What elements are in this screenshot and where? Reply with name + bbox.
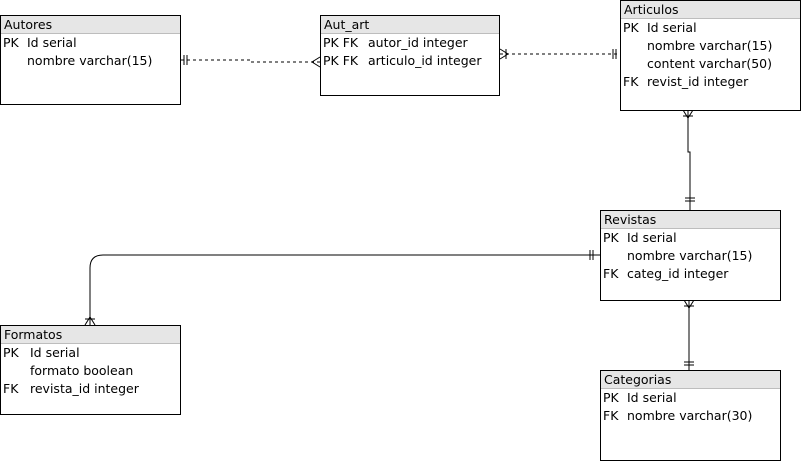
field-row[interactable]: FK categ_id integer <box>601 265 780 283</box>
entity-title: Aut_art <box>321 16 499 34</box>
field-text: articulo_id integer <box>368 53 482 68</box>
relationship-articulos-revistas[interactable] <box>682 109 695 210</box>
field-row[interactable]: nombre varchar(15) <box>1 52 180 70</box>
field-text: nombre varchar(15) <box>647 38 773 53</box>
field-row[interactable]: FK revista_id integer <box>1 380 180 398</box>
field-text: nombre varchar(30) <box>627 408 753 423</box>
field-text: content varchar(50) <box>647 56 773 71</box>
field-row[interactable]: PK Id serial <box>1 34 180 52</box>
field-text: Id serial <box>627 390 677 405</box>
relationship-revistas-categorias[interactable] <box>683 299 695 370</box>
relationship-revistas-formatos[interactable] <box>84 250 600 326</box>
field-text: Id serial <box>647 20 697 35</box>
field-key: PK <box>623 20 639 35</box>
field-key: PK <box>3 345 19 360</box>
entity-title: Categorias <box>601 371 780 389</box>
field-row[interactable]: nombre varchar(15) <box>621 37 800 55</box>
field-row[interactable]: PK Id serial <box>1 344 180 362</box>
field-row[interactable]: content varchar(50) <box>621 55 800 73</box>
entity-categorias[interactable]: Categorias PK Id serial FK nombre varchar(… <box>600 370 781 461</box>
field-text: Id serial <box>627 230 677 245</box>
field-text: Id serial <box>27 35 77 50</box>
relationship-aut-art-articulos[interactable] <box>499 48 620 60</box>
field-text: revist_id integer <box>647 74 749 89</box>
field-text: nombre varchar(15) <box>27 53 153 68</box>
entity-title: Autores <box>1 16 180 34</box>
field-key: PK FK <box>323 53 359 68</box>
field-row[interactable]: PK Id serial <box>621 19 800 37</box>
field-text: revista_id integer <box>30 381 139 396</box>
entity-formatos[interactable]: Formatos PK Id serial formato boolean FK r… <box>0 325 181 415</box>
field-key: FK <box>603 266 619 281</box>
field-key: FK <box>3 381 19 396</box>
entity-autores[interactable]: Autores PK Id serial nombre varchar(15) <box>0 15 181 105</box>
field-row[interactable]: nombre varchar(15) <box>601 247 780 265</box>
field-row[interactable]: FK nombre varchar(30) <box>601 407 780 425</box>
field-text: autor_id integer <box>368 35 468 50</box>
field-key: FK <box>623 74 639 89</box>
field-row[interactable]: PK Id serial <box>601 389 780 407</box>
entity-aut-art[interactable]: Aut_art PK FK autor_id integer PK FK artic… <box>320 15 500 96</box>
field-text: categ_id integer <box>627 266 729 281</box>
field-text: nombre varchar(15) <box>627 248 753 263</box>
entity-articulos[interactable]: Articulos PK Id serial nombre varchar(15)… <box>620 0 801 111</box>
field-row[interactable]: PK FK articulo_id integer <box>321 52 499 70</box>
field-row[interactable]: PK Id serial <box>601 229 780 247</box>
field-row[interactable]: PK FK autor_id integer <box>321 34 499 52</box>
entity-title: Revistas <box>601 211 780 229</box>
relationship-autores-aut-art[interactable] <box>181 55 321 68</box>
field-key: PK <box>603 390 619 405</box>
field-row[interactable]: FK revist_id integer <box>621 73 800 91</box>
entity-title: Formatos <box>1 326 180 344</box>
field-key: PK FK <box>323 35 359 50</box>
field-key: PK <box>3 35 19 50</box>
field-text: formato boolean <box>30 363 134 378</box>
field-row[interactable]: formato boolean <box>1 362 180 380</box>
field-key: FK <box>603 408 619 423</box>
field-key: PK <box>603 230 619 245</box>
field-text: Id serial <box>30 345 80 360</box>
entity-title: Articulos <box>621 1 800 19</box>
